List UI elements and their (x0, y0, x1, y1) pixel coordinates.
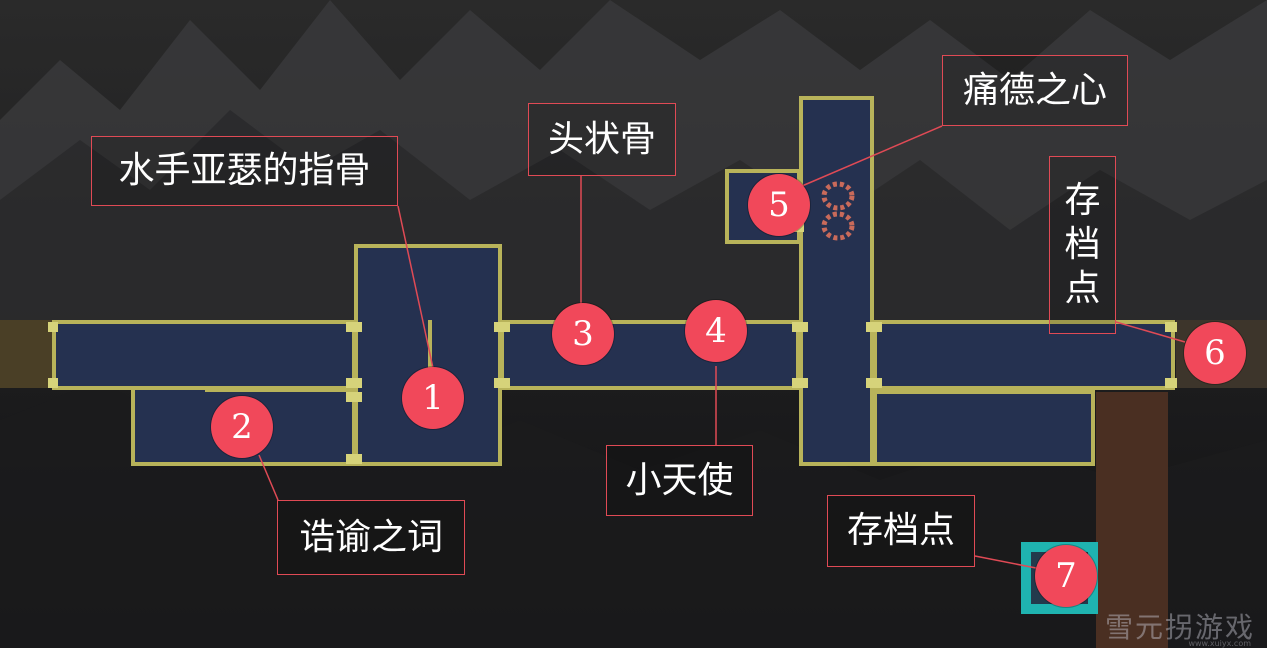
marker-1: 1 (402, 367, 464, 429)
label-finger-bone: 水手亚瑟的指骨 (91, 136, 398, 206)
watermark-logo-text: 雪元拐游戏 (1104, 611, 1255, 644)
marker-7: 7 (1035, 545, 1097, 607)
room-left-corridor (52, 320, 356, 390)
label-save-point-bottom: 存档点 (827, 495, 975, 567)
label-cherub: 小天使 (606, 445, 753, 516)
marker-3: 3 (552, 303, 614, 365)
room-right-corridor (873, 320, 1175, 390)
marker-5: 5 (748, 174, 810, 236)
label-save-point-top-char-2: 档 (1064, 224, 1101, 265)
brown-shaft (1096, 392, 1168, 648)
left-exit (0, 320, 52, 388)
label-save-point-top-char-1: 存 (1064, 180, 1101, 221)
room-vertical-shaft (799, 96, 874, 466)
label-oracle-words: 诰谕之词 (277, 500, 465, 575)
label-save-point-top: 存 档 点 (1049, 156, 1116, 334)
room-middle-corridor (500, 320, 800, 390)
marker-6: 6 (1184, 322, 1246, 384)
heart-item-icon (821, 181, 855, 241)
label-save-point-top-char-3: 点 (1064, 268, 1101, 309)
label-head-bone: 头状骨 (528, 103, 676, 176)
room-right-lower (873, 390, 1095, 466)
marker-2: 2 (211, 396, 273, 458)
marker-4: 4 (685, 300, 747, 362)
watermark-url: www.xuiyx.com (1188, 639, 1251, 648)
label-heart: 痛德之心 (942, 55, 1128, 126)
leader-lines (258, 125, 1186, 569)
